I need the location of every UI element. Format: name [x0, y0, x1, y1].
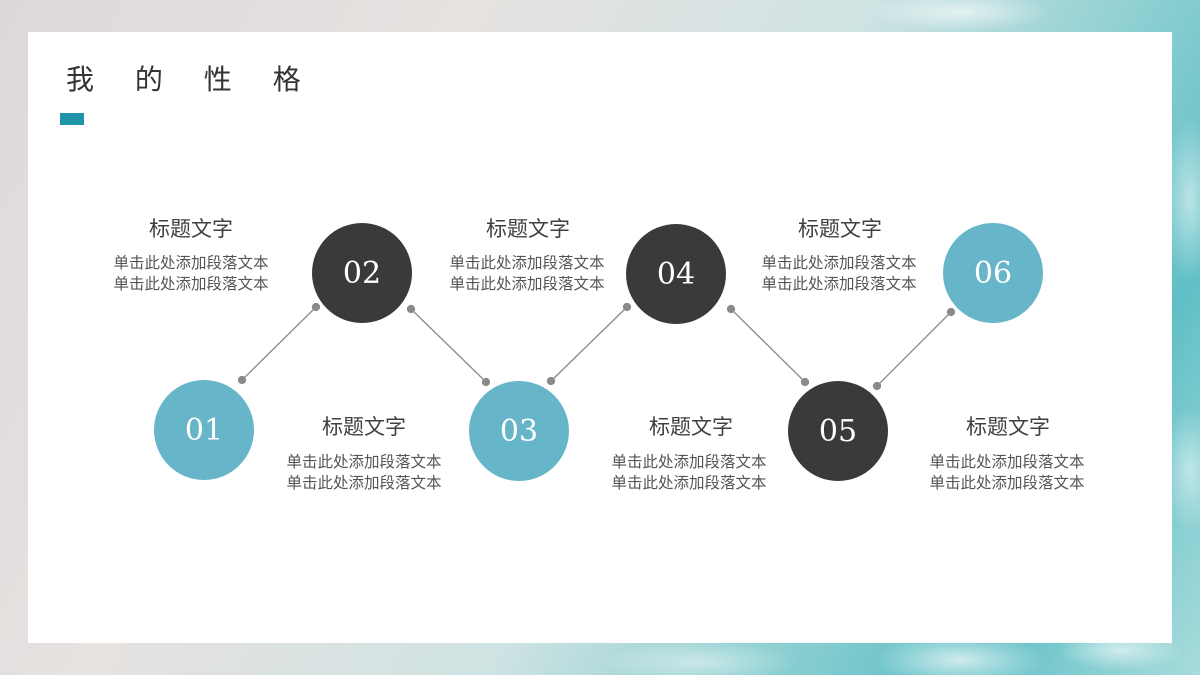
- connector-02-03: [410, 308, 487, 383]
- step-node-04: 04: [626, 224, 726, 324]
- step-06-description: 单击此处添加段落文本 单击此处添加段落文本: [719, 253, 959, 295]
- step-04-description: 单击此处添加段落文本 单击此处添加段落文本: [407, 253, 647, 295]
- step-01-description: 单击此处添加段落文本 单击此处添加段落文本: [244, 452, 484, 494]
- step-03-desc-line1: 单击此处添加段落文本: [611, 453, 767, 471]
- step-node-02: 02: [312, 223, 412, 323]
- step-04-desc-line1: 单击此处添加段落文本: [449, 254, 605, 272]
- title-accent-bar: [60, 113, 84, 125]
- step-node-03: 03: [469, 381, 569, 481]
- step-01-desc-line1: 单击此处添加段落文本: [286, 453, 442, 471]
- step-02-desc-line1: 单击此处添加段落文本: [113, 254, 269, 272]
- step-03-description: 单击此处添加段落文本 单击此处添加段落文本: [569, 452, 809, 494]
- step-05-desc-line1: 单击此处添加段落文本: [929, 453, 1085, 471]
- connector-dot: [946, 307, 956, 317]
- connector-dot: [546, 376, 556, 386]
- step-05-title: 标题文字: [966, 415, 1050, 439]
- connector-dot: [726, 304, 736, 314]
- step-05-description: 单击此处添加段落文本 单击此处添加段落文本: [887, 452, 1127, 494]
- connector-dot: [872, 381, 882, 391]
- connector-03-04: [550, 306, 628, 382]
- page-title: 我 的 性 格: [66, 63, 317, 96]
- step-02-desc-line2: 单击此处添加段落文本: [113, 275, 269, 293]
- step-04-desc-line2: 单击此处添加段落文本: [449, 275, 605, 293]
- connector-dot: [622, 302, 632, 312]
- step-03-desc-line2: 单击此处添加段落文本: [611, 474, 767, 492]
- step-node-01: 01: [154, 380, 254, 480]
- step-04-title: 标题文字: [486, 217, 570, 241]
- connector-dot: [237, 375, 247, 385]
- step-03-title: 标题文字: [649, 415, 733, 439]
- connector-dot: [800, 377, 810, 387]
- connector-04-05: [730, 308, 806, 383]
- step-06-title: 标题文字: [798, 217, 882, 241]
- content-card: [28, 32, 1172, 643]
- step-01-title: 标题文字: [322, 415, 406, 439]
- connector-05-06: [876, 311, 952, 387]
- step-node-06: 06: [943, 223, 1043, 323]
- step-02-description: 单击此处添加段落文本 单击此处添加段落文本: [71, 253, 311, 295]
- connector-01-02: [241, 306, 317, 381]
- step-01-desc-line2: 单击此处添加段落文本: [286, 474, 442, 492]
- step-node-05: 05: [788, 381, 888, 481]
- step-05-desc-line2: 单击此处添加段落文本: [929, 474, 1085, 492]
- step-02-title: 标题文字: [149, 217, 233, 241]
- connector-dot: [406, 304, 416, 314]
- step-06-desc-line1: 单击此处添加段落文本: [761, 254, 917, 272]
- connector-dot: [311, 302, 321, 312]
- step-06-desc-line2: 单击此处添加段落文本: [761, 275, 917, 293]
- connector-dot: [481, 377, 491, 387]
